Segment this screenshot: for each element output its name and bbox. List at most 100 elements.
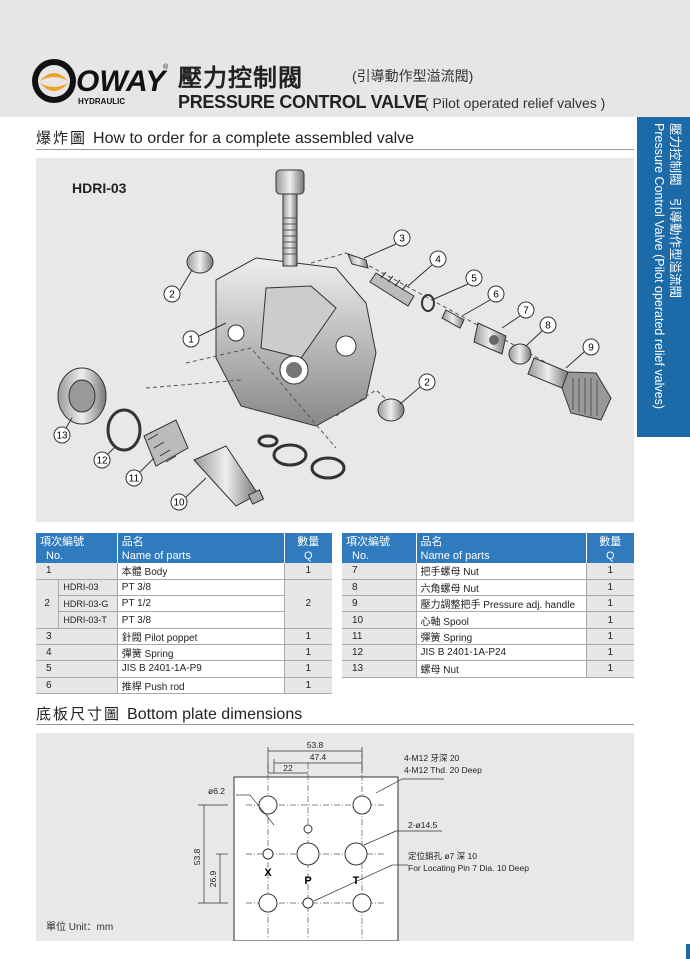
callout-2b: 2	[399, 373, 436, 405]
row-no: 11	[342, 628, 417, 645]
dim-53-8-side: 53.8	[192, 848, 202, 865]
callout-6: 6	[461, 285, 505, 317]
row-q: 1	[283, 660, 332, 678]
callout-6-text: 6	[493, 290, 499, 301]
callout-4-text: 4	[435, 255, 441, 266]
header-q-en: Q	[586, 549, 634, 563]
note-m12-en: 4-M12 Thd. 20 Deep	[404, 765, 482, 775]
callout-7: 7	[501, 301, 535, 329]
row-name: 彈簧 Spring	[416, 628, 586, 645]
side-tab-line2: Pressure Control Valve (Pilot operated r…	[652, 123, 666, 410]
section1-rule	[36, 149, 634, 150]
port-p-hole	[296, 842, 320, 866]
row-name: JIS B 2401-1A-P24	[416, 644, 586, 662]
table-header-row-cn: 項次編號 品名 數量	[342, 533, 634, 549]
callout-3-text: 3	[399, 234, 405, 245]
parts-table-left: 項次編號 品名 數量 No. Name of parts Q 1 本體 Body…	[36, 533, 332, 694]
section2-title-en: Bottom plate dimensions	[127, 706, 303, 723]
row-q: 1	[283, 677, 332, 694]
note-phi-14-5: 2-ø14.5	[408, 820, 438, 830]
table-header-row-en: No. Name of parts Q	[342, 549, 634, 563]
section1-title-cn: 爆炸圖	[36, 130, 88, 147]
part-2-lower	[377, 398, 405, 422]
port-x-label: X	[264, 867, 272, 879]
oway-logo: OWAY HYDRAULIC ®	[32, 59, 169, 106]
row-q: 1	[585, 595, 634, 613]
row-no: 7	[342, 563, 417, 580]
header-name-en: Name of parts	[117, 549, 285, 563]
pin-hole	[302, 897, 314, 909]
callout-3: 3	[363, 229, 411, 259]
row-no: 8	[342, 579, 417, 597]
side-tab: 壓力控制閥 引導動作型溢流閥 Pressure Control Valve (P…	[637, 117, 690, 437]
section2-rule	[36, 724, 634, 725]
row-q: 2	[283, 579, 332, 629]
table-row: 3 針閥 Pilot poppet 1	[36, 628, 332, 645]
callout-9: 9	[565, 338, 600, 369]
row-name: 本體 Body	[117, 563, 285, 580]
callout-10-text: 10	[173, 498, 185, 509]
bolt	[275, 169, 305, 267]
row-name: 彈簧 Spring	[117, 644, 285, 662]
port-p-label: P	[304, 875, 311, 887]
header-q-cn: 數量	[586, 533, 634, 549]
section1-title-en: How to order for a complete assembled va…	[93, 130, 415, 147]
table-row: 2 HDRI-03 PT 3/8 2	[36, 579, 332, 629]
exploded-view-drawing: 1 2 2 3 4 5 6 7 8 9 10 11 12 13	[53, 169, 612, 511]
header-name-cn: 品名	[117, 533, 285, 549]
dim-53-8-top: 53.8	[307, 740, 324, 750]
row-name: PT 1/2	[117, 595, 285, 613]
row-model: HDRI-03	[58, 579, 118, 597]
row-no: 1	[36, 563, 118, 580]
note-pin-cn: 定位銷孔 ø7 深 10	[408, 851, 477, 861]
row-q: 1	[585, 660, 634, 678]
dim-phi-6-2: ø6.2	[208, 786, 225, 796]
row-name: PT 3/8	[117, 579, 285, 597]
title-en-sub: ( Pilot operated relief valves )	[424, 95, 606, 111]
callout-11-text: 11	[129, 474, 140, 485]
row-name: 壓力調整把手 Pressure adj. handle	[416, 595, 586, 613]
svg-text:OWAY: OWAY	[76, 65, 168, 98]
row-q: 1	[283, 628, 332, 645]
row-no: 9	[342, 595, 417, 613]
row-no: 12	[342, 644, 417, 662]
title-cn: 壓力控制閥	[178, 65, 303, 92]
callout-4: 4	[407, 250, 447, 287]
callout-2b-text: 2	[424, 378, 430, 389]
callout-5-text: 5	[471, 274, 477, 285]
header-no-en: No.	[342, 549, 417, 563]
callout-8: 8	[525, 316, 557, 347]
callout-1-text: 1	[188, 335, 194, 346]
port-x-hole	[262, 848, 274, 860]
callout-1: 1	[182, 322, 227, 348]
callout-5: 5	[433, 269, 483, 300]
thread-hole	[352, 893, 372, 913]
row-no: 4	[36, 644, 118, 662]
note-m12-cn: 4-M12 牙深 20	[404, 753, 460, 763]
row-q: 1	[585, 579, 634, 597]
title-en: PRESSURE CONTROL VALVE	[178, 92, 427, 112]
table-row: HDRI-03-G PT 1/2	[36, 595, 332, 613]
row-q: 1	[283, 563, 332, 580]
row-name: PT 3/8	[117, 611, 285, 629]
holes	[258, 795, 372, 913]
callout-13: 13	[53, 417, 73, 444]
row-name: JIS B 2401-1A-P9	[117, 660, 285, 678]
callout-8-text: 8	[545, 321, 551, 332]
row-name: 把手螺母 Nut	[416, 563, 586, 580]
o-rings	[257, 434, 346, 480]
callout-10: 10	[170, 477, 207, 511]
row-model: HDRI-03-T	[58, 611, 118, 629]
port-t-hole	[344, 842, 368, 866]
row-name: 心軸 Spool	[416, 611, 586, 629]
row-name: 螺母 Nut	[416, 660, 586, 678]
header-no-en: No.	[36, 549, 118, 563]
header-name-cn: 品名	[416, 533, 587, 549]
dim-22: 22	[283, 763, 293, 773]
header-name-en: Name of parts	[416, 549, 587, 563]
header-no-cn: 項次編號	[36, 533, 118, 549]
